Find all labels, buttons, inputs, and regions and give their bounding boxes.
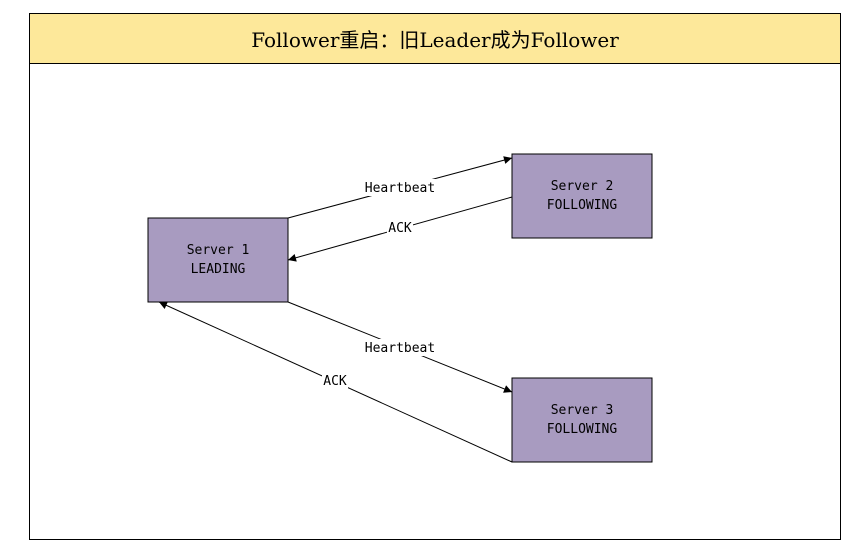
edge-label-heartbeat-2: Heartbeat bbox=[365, 341, 435, 356]
node-server-2-name: Server 2 bbox=[551, 179, 614, 194]
edge-s2-s1-ack: ACK bbox=[287, 196, 513, 262]
node-server-1: Server 1 LEADING bbox=[147, 217, 289, 303]
edge-label-ack-1: ACK bbox=[388, 221, 412, 236]
node-server-3-name: Server 3 bbox=[551, 403, 614, 418]
node-server-1-name: Server 1 bbox=[187, 243, 250, 258]
node-server-1-state: LEADING bbox=[191, 262, 246, 277]
node-server-2-state: FOLLOWING bbox=[547, 198, 618, 213]
edge-s1-s3-heartbeat: Heartbeat bbox=[287, 301, 513, 393]
edge-s3-s1-ack: ACK bbox=[158, 301, 513, 463]
node-server-2: Server 2 FOLLOWING bbox=[511, 153, 653, 239]
edge-s1-s2-heartbeat: Heartbeat bbox=[287, 156, 513, 219]
node-server-3-state: FOLLOWING bbox=[547, 422, 618, 437]
title-bar: Follower重启：旧Leader成为Follower bbox=[30, 14, 840, 64]
edge-label-heartbeat-1: Heartbeat bbox=[365, 181, 435, 196]
diagram-title: Follower重启：旧Leader成为Follower bbox=[251, 28, 619, 52]
edge-label-ack-2: ACK bbox=[323, 374, 347, 389]
node-server-3: Server 3 FOLLOWING bbox=[511, 377, 653, 463]
